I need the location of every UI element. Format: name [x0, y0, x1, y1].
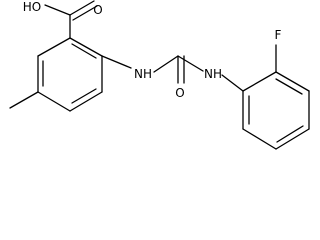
hydroxyl-label: HO — [23, 0, 41, 14]
benzoic-acid-ring — [37, 37, 103, 112]
bond — [101, 55, 132, 69]
bond — [71, 88, 97, 104]
urea-linker — [101, 55, 244, 92]
bond — [44, 4, 71, 16]
acid-oxygen-label: O — [93, 3, 102, 17]
methyl-bond — [9, 91, 39, 109]
bond — [275, 78, 303, 95]
fluorophenyl-ring — [242, 71, 310, 150]
left-nh-label: NH — [134, 67, 152, 81]
bond — [276, 125, 304, 143]
fluorine-label: F — [275, 28, 282, 42]
bond — [69, 0, 95, 16]
bond — [221, 74, 244, 92]
bond — [37, 37, 71, 57]
bond — [275, 71, 310, 92]
carboxylic-acid-group — [44, 0, 98, 39]
bond — [177, 55, 204, 72]
right-nh-label: NH — [204, 67, 222, 81]
bond — [37, 91, 71, 112]
bond — [275, 128, 310, 150]
bond — [153, 55, 179, 73]
bond — [72, 5, 98, 21]
chemical-structure: HO O NH NH O F — [9, 0, 310, 150]
bond — [69, 37, 103, 57]
bond — [242, 71, 277, 92]
urea-oxygen-label: O — [175, 86, 184, 100]
bond — [71, 43, 97, 59]
bond — [242, 128, 277, 150]
bond — [69, 91, 103, 112]
